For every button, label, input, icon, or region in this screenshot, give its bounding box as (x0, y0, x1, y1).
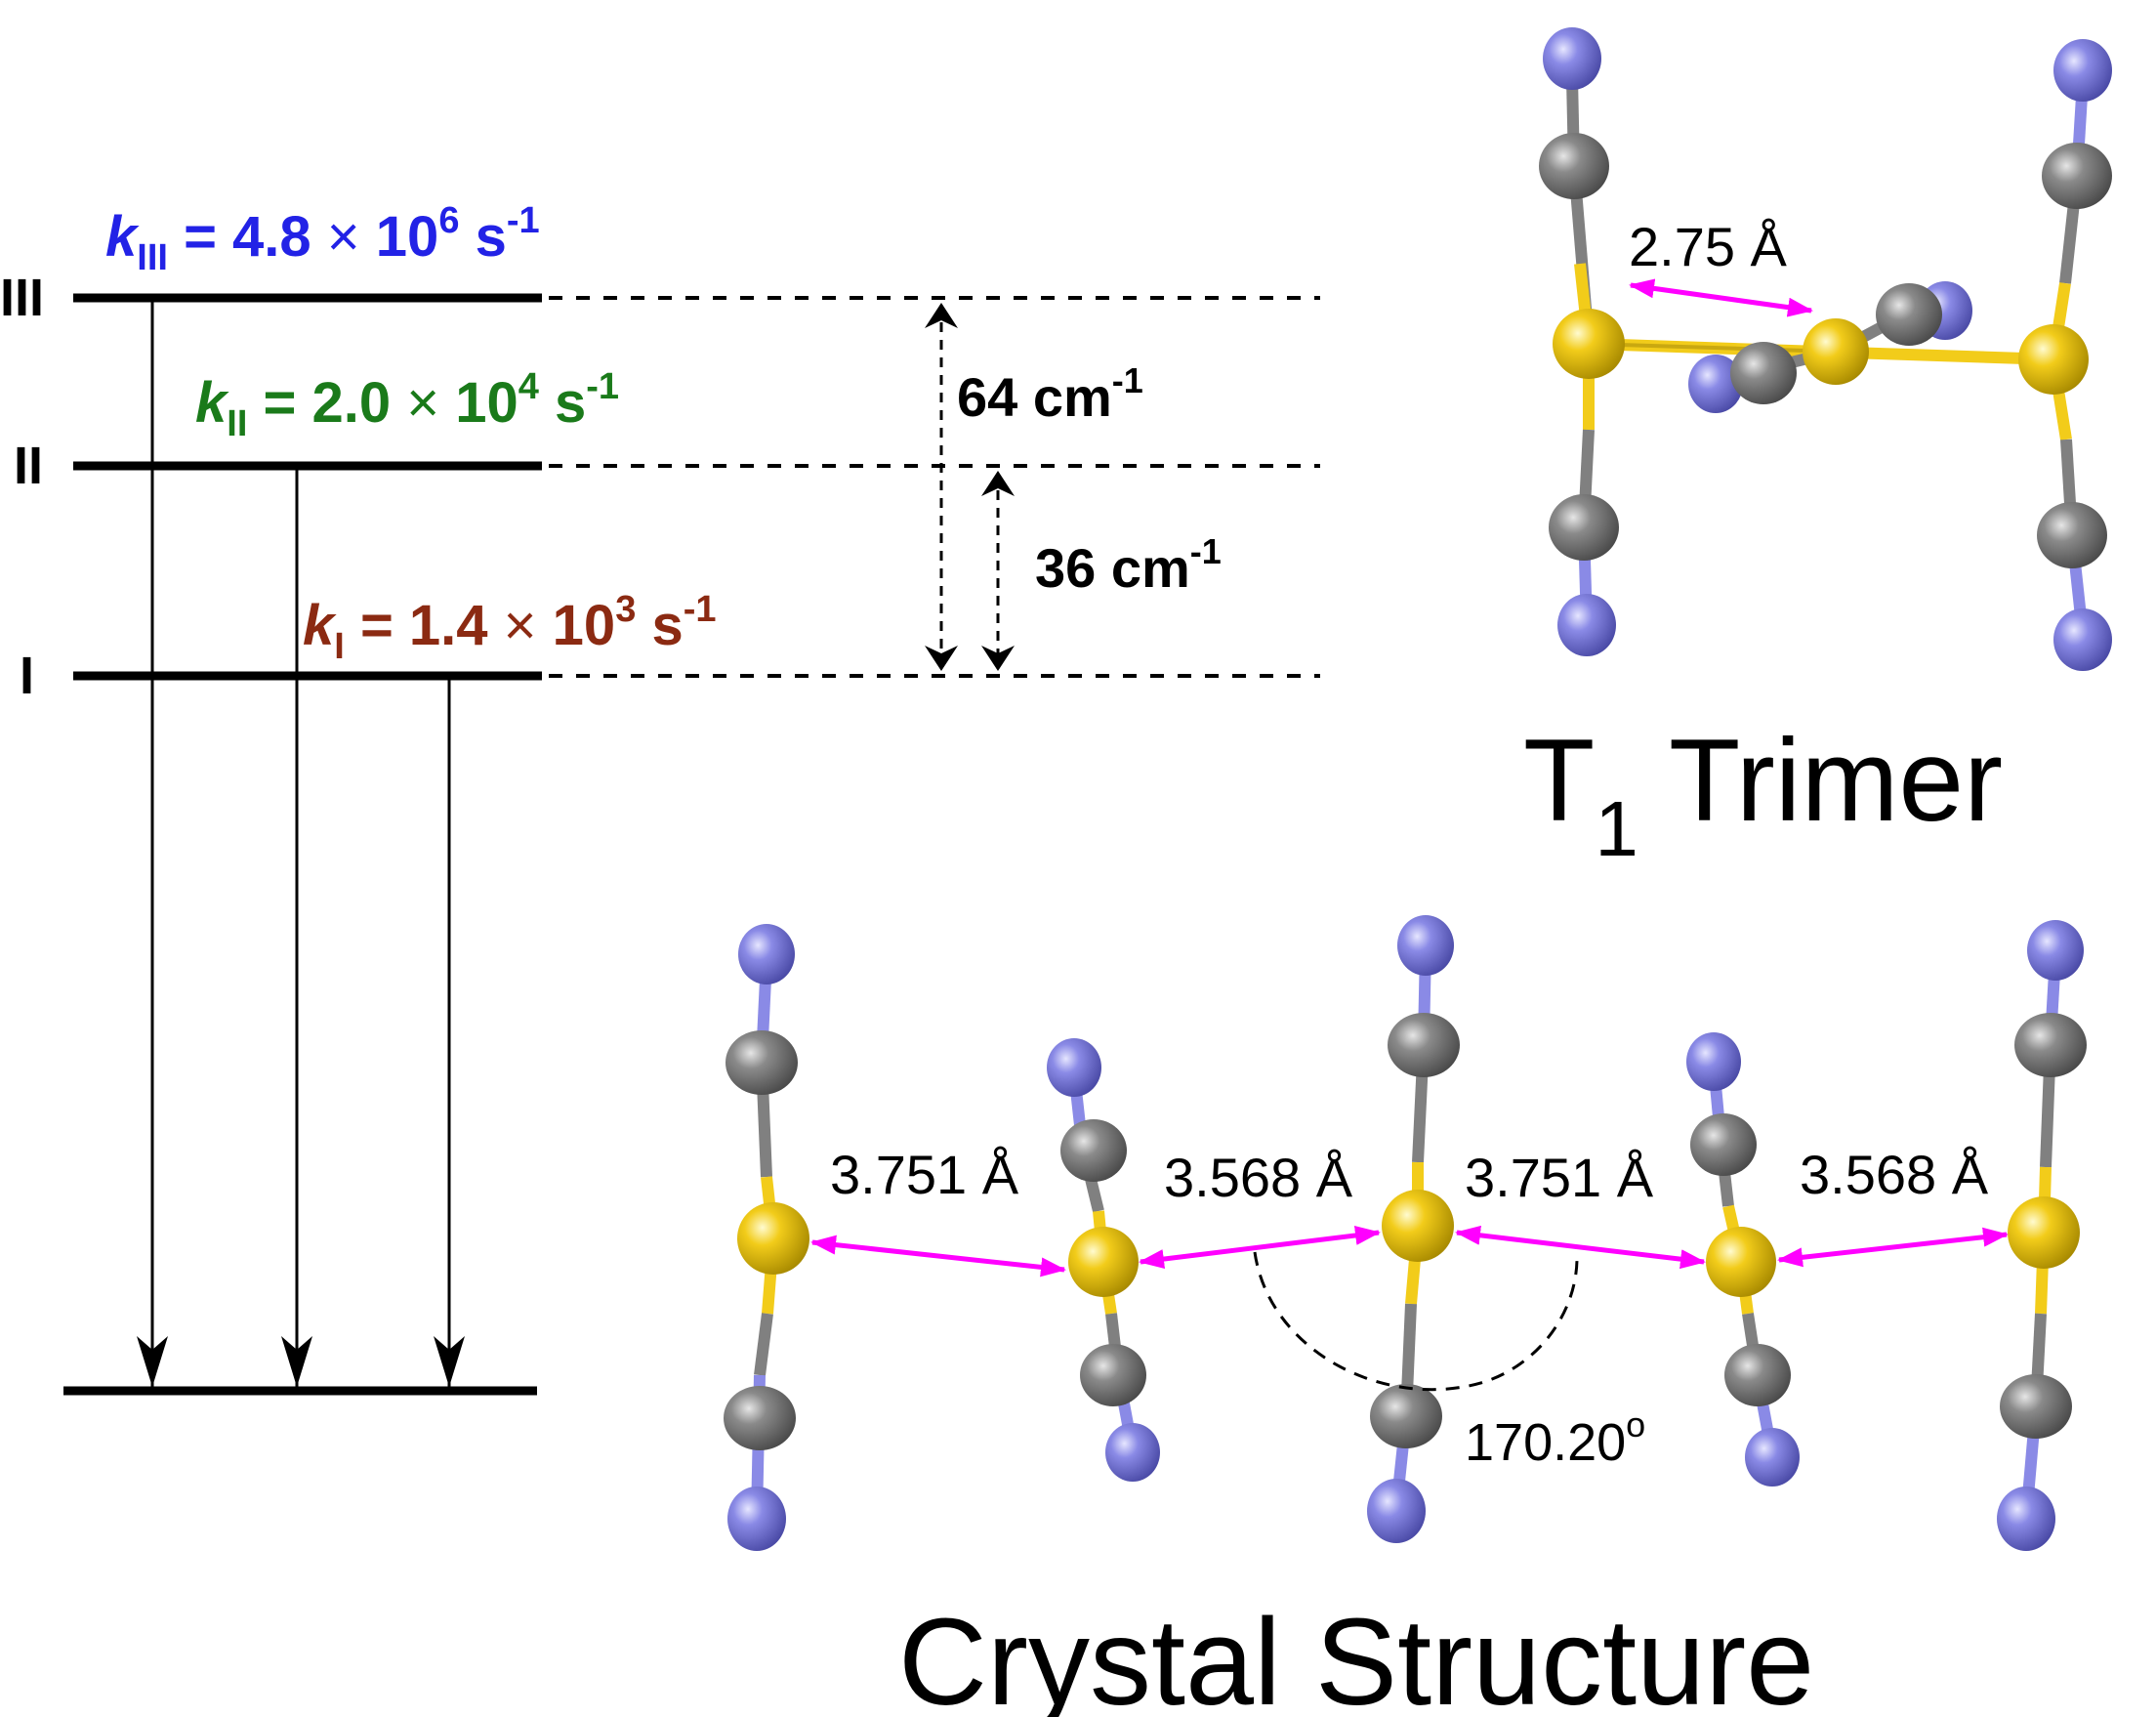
crystal-distance-arrow (1139, 1226, 1381, 1269)
crystal-title: Crystal Structure (898, 1593, 1814, 1717)
trimer-atom-au (1553, 309, 1625, 379)
crystal-distance-arrow (1777, 1227, 2009, 1268)
crystal-atom-c (2014, 1013, 2087, 1077)
crystal-atom-au (1706, 1227, 1776, 1297)
crystal-angle-label: 170.20o (1465, 1404, 1645, 1472)
crystal-distance-label-3: 3.751 Å (1465, 1147, 1654, 1208)
crystal-atom-n (1397, 915, 1454, 976)
crystal-atom-c (1370, 1384, 1442, 1448)
crystal-distance-arrow (810, 1235, 1066, 1277)
crystal-atom-c (726, 1030, 798, 1095)
trimer-atom-n (1688, 355, 1743, 413)
trimer-structure: 2.75 Å T1 Trimer (1523, 27, 2112, 872)
trimer-title: T1 Trimer (1523, 715, 2003, 872)
crystal-atom-c (724, 1386, 796, 1450)
rate-label-II: kII = 2.0 × 104 s-1 (195, 366, 619, 444)
crystal-atom-au (2008, 1196, 2080, 1269)
crystal-atom-n (2027, 920, 2084, 981)
decay-arrow-I (434, 676, 465, 1387)
crystal-atom-n (738, 924, 795, 984)
decay-arrow-II (281, 466, 312, 1387)
level-II-label: II (14, 437, 43, 495)
trimer-atom-c (1876, 283, 1942, 346)
energy-level-diagram: III II I kIII = 4.8 × 106 s-1 kII = 2.0 … (0, 200, 1320, 1396)
level-III-label: III (0, 269, 44, 327)
crystal-angle-arc (1253, 1251, 1579, 1392)
crystal-atom-c (1060, 1119, 1127, 1182)
trimer-distance-label: 2.75 Å (1629, 216, 1788, 277)
crystal-atom-c (1690, 1113, 1757, 1176)
trimer-bond (1588, 342, 1837, 354)
crystal-structure: 3.751 Å 3.568 Å 3.751 Å 3.568 Å 170.20o … (724, 915, 2087, 1717)
gap-label-lower: 36 cm-1 (1035, 531, 1222, 599)
rate-label-III: kIII = 4.8 × 106 s-1 (105, 200, 540, 278)
crystal-atom-c (1724, 1344, 1791, 1406)
trimer-atom-n (2053, 608, 2112, 671)
crystal-atom-n (1686, 1032, 1741, 1091)
crystal-atom-au (1068, 1227, 1139, 1297)
crystal-atom-n (1047, 1038, 1101, 1097)
crystal-atom-n (1997, 1487, 2055, 1551)
crystal-atom-au (737, 1202, 809, 1275)
crystal-atom-n (1105, 1423, 1160, 1482)
trimer-atom-n (1543, 27, 1601, 90)
crystal-atom-c (1388, 1013, 1460, 1077)
crystal-atom-c (2000, 1374, 2072, 1439)
crystal-atom-n (1367, 1479, 1426, 1543)
crystal-bond (754, 1313, 773, 1376)
gap-label-upper: 64 cm-1 (957, 360, 1143, 428)
trimer-atom-c (1730, 342, 1797, 404)
trimer-atom-au (1803, 318, 1869, 385)
crystal-distance-label-1: 3.751 Å (830, 1144, 1019, 1205)
crystal-atom-n (727, 1487, 786, 1551)
trimer-atom-n (2053, 39, 2112, 102)
trimer-atom-c (1549, 494, 1619, 561)
trimer-atom-n (1557, 594, 1616, 656)
crystal-distance-arrow (1455, 1225, 1706, 1270)
trimer-distance-arrow (1629, 278, 1813, 317)
rate-label-I: kI = 1.4 × 103 s-1 (303, 589, 717, 667)
trimer-atom-c (2037, 502, 2107, 568)
crystal-atom-au (1382, 1190, 1454, 1262)
crystal-distance-label-2: 3.568 Å (1164, 1147, 1353, 1208)
decay-arrow-III (137, 298, 168, 1387)
crystal-atom-n (1745, 1428, 1800, 1487)
crystal-atom-c (1080, 1344, 1146, 1406)
trimer-atom-au (2018, 324, 2089, 395)
crystal-distance-label-4: 3.568 Å (1800, 1144, 1989, 1205)
trimer-atom-c (1539, 133, 1609, 199)
level-I-label: I (20, 647, 34, 705)
trimer-atom-c (2042, 143, 2112, 209)
